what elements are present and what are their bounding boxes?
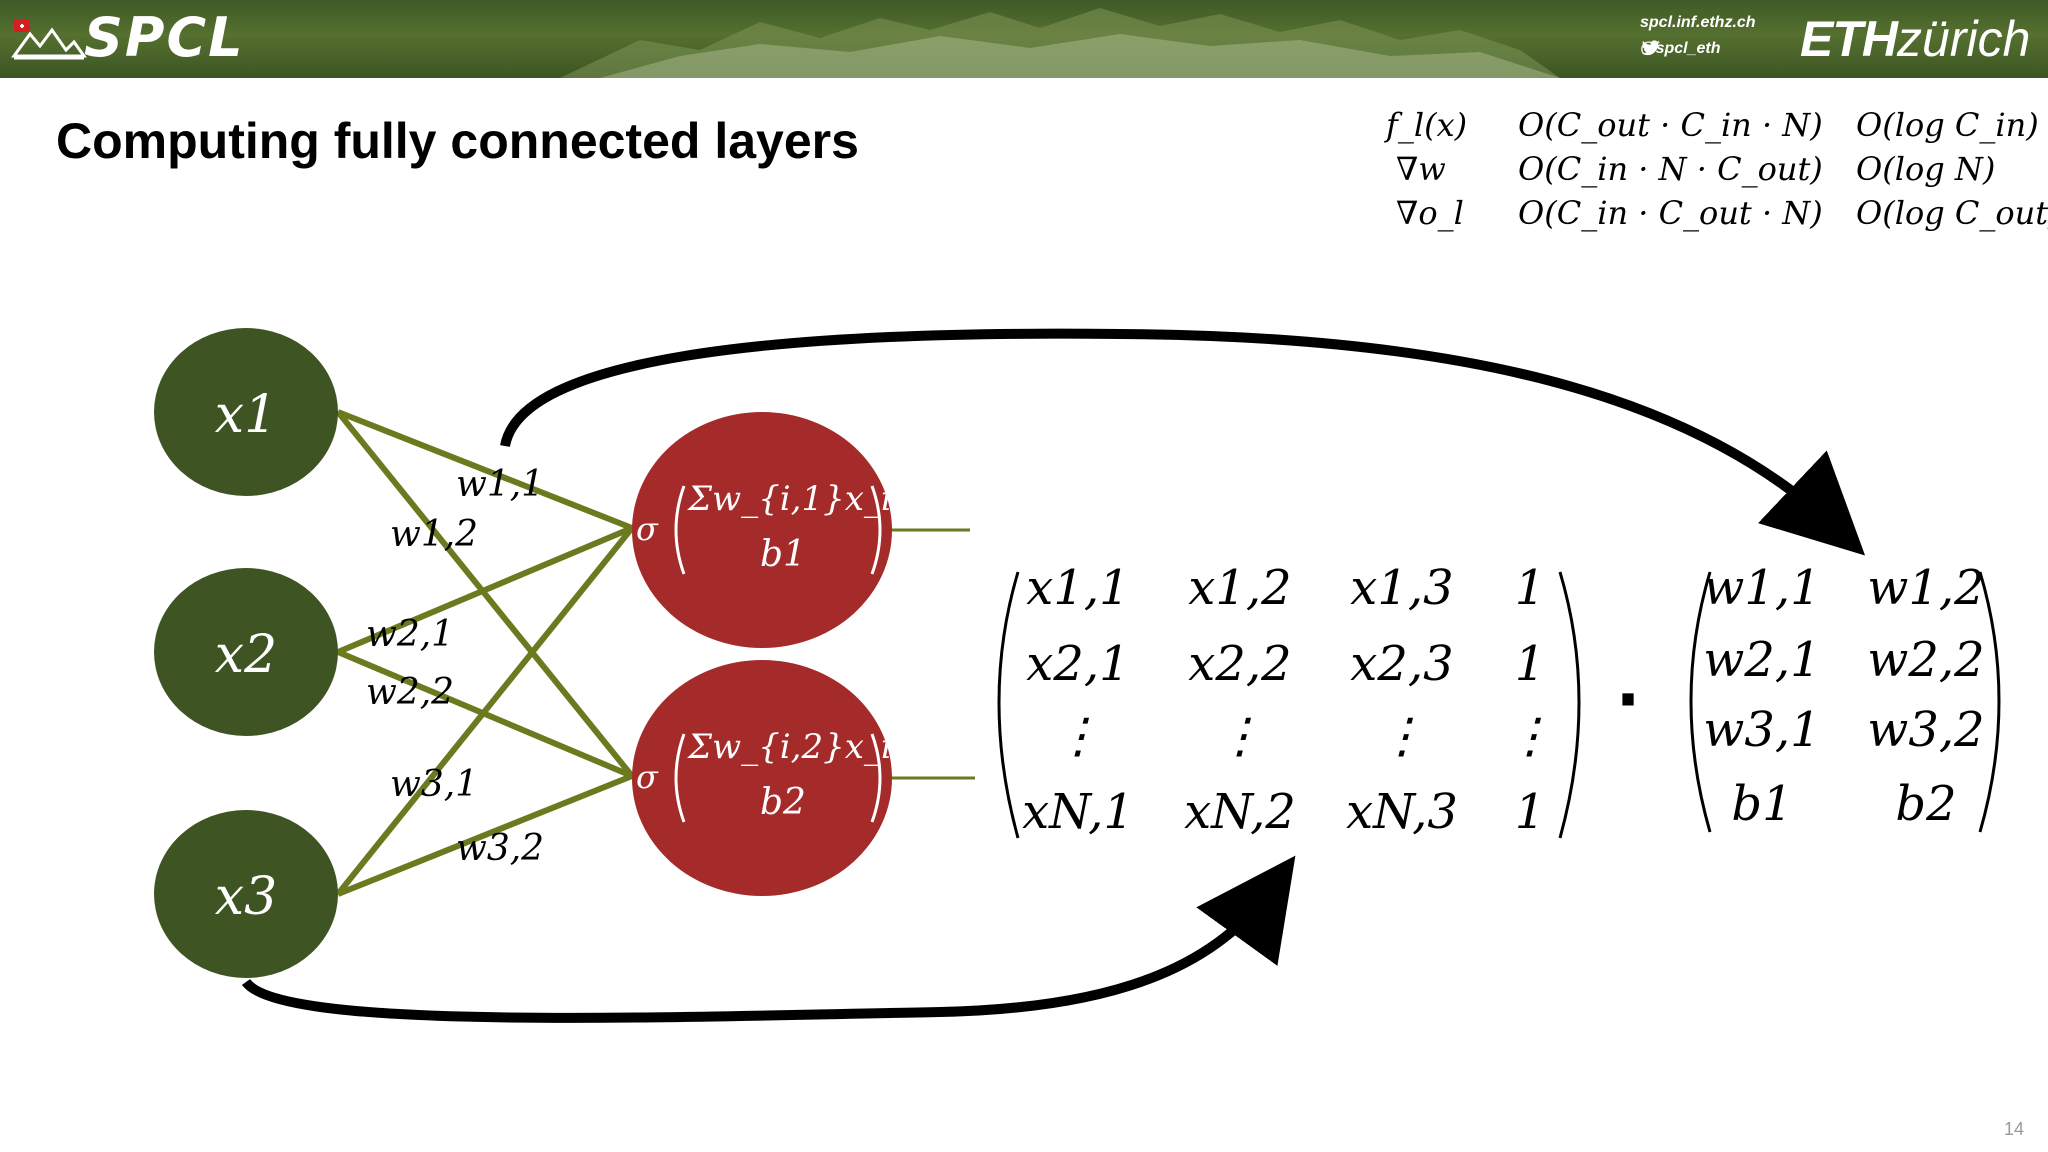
matrix-x-cell-1-3: 1 [1515,636,1546,692]
input-node-x1 [154,328,338,496]
matrix-x-cell-3-0: xN,1 [1022,784,1134,840]
weight-labels: w1,1 w1,2 w2,1 w2,2 w3,1 w3,2 [366,464,544,869]
page-number: 14 [2003,1119,2024,1139]
matrix-x-cell-3-1: xN,2 [1184,784,1296,840]
arrow-weights-to-matrix [500,328,1866,556]
matrix-x-cell-2-0: ⋮ [1054,708,1102,764]
complexity-op-1: f_l(x) [1386,106,1468,144]
eth-logo: ETHzürich [1800,10,2030,68]
matrix-x-cell-1-0: x2,1 [1026,636,1129,692]
complexity-work-1: O(C_out · C_in · N) [1518,106,1823,144]
eth-logo-rest: zürich [1897,11,2031,67]
matrix-w: w1,1 w1,2 w2,1 w2,2 w3,1 w3,2 b1 b2 [1703,560,1984,832]
matrix-x-cell-3-2: xN,3 [1346,784,1458,840]
twitter-icon [1641,40,1660,56]
weight-label-w21: w2,1 [366,614,454,655]
weight-label-w22: w2,2 [366,672,454,713]
neuron-2-sum: Σw_{i,2}x_i + [686,727,931,767]
spcl-logo: SPCL [84,6,245,69]
weight-label-w32: w3,2 [456,828,544,869]
matrix-w-brackets [1689,571,2001,833]
neuron-1-sum: Σw_{i,1}x_i + [686,479,931,519]
neuron-1-activation: σ [636,510,659,548]
input-label-x1: x1 [215,385,277,445]
matrix-w-cell-2-0: w3,1 [1703,702,1820,758]
twitter-handle[interactable]: @spcl_eth [1640,40,1721,58]
input-label-x3: x3 [215,867,277,927]
neuron-2 [632,660,892,896]
eth-logo-bold: ETH [1800,11,1898,67]
matrix-x-cell-0-0: x1,1 [1026,560,1129,616]
matrix-w-cell-1-1: w2,2 [1867,632,1984,688]
matrix-x-cell-1-1: x2,2 [1188,636,1291,692]
edge-x2-n1 [336,525,634,655]
matrix-w-cell-3-0: b1 [1731,776,1792,832]
complexity-work-3: O(C_in · C_out · N) [1518,194,1823,232]
input-label-x2: x2 [215,625,277,685]
complexity-work-2: O(C_in · N · C_out) [1518,150,1823,188]
matrix-x-brackets [997,571,1581,839]
slide-title: Computing fully connected layers [56,113,859,169]
arrows [241,328,1866,1023]
matrix-x-cell-0-3: 1 [1515,560,1546,616]
edge-x1-n2 [335,410,635,778]
weight-label-w11: w1,1 [456,464,544,505]
neuron-2-activation: σ [636,758,659,796]
mountain-panorama [11,8,1560,78]
website-url[interactable]: spcl.inf.ethz.ch [1640,14,1756,31]
matrix-x-cell-2-2: ⋮ [1378,708,1426,764]
matrix-w-cell-0-0: w1,1 [1703,560,1820,616]
matrix-x-cell-2-3: ⋮ [1506,708,1554,764]
neuron-1-bias: b1 [760,534,806,575]
input-nodes: x1 x2 x3 [154,328,338,978]
complexity-depth-3: O(log C_out) [1856,194,2048,232]
matrix-w-cell-0-1: w1,2 [1867,560,1984,616]
matrix-x-cell-0-2: x1,3 [1350,560,1453,616]
complexity-depth-1: O(log C_in) [1856,106,2039,144]
weight-label-w31: w3,1 [390,764,478,805]
neuron-1 [632,412,892,648]
matrix-x-cell-2-1: ⋮ [1216,708,1264,764]
complexity-depth-2: O(log N) [1856,150,1996,188]
twitter-handle-text: @spcl_eth [1640,40,1721,57]
neuron-2-bias: b2 [760,782,806,823]
matrix-x-cell-1-2: x2,3 [1350,636,1453,692]
header-banner: SPCL spcl.inf.ethz.ch @spcl_eth ETHzüric… [0,0,2048,78]
input-node-x2 [154,568,338,736]
matrix-w-cell-2-1: w3,2 [1867,702,1984,758]
input-node-x3 [154,810,338,978]
matrix-w-cell-3-1: b2 [1895,776,1956,832]
edge-x1-n1 [336,409,634,531]
edge-x3-n2 [336,773,634,897]
matrix-w-cell-1-0: w2,1 [1703,632,1820,688]
matrix-x-cell-3-3: 1 [1515,784,1546,840]
neurons: σ Σw_{i,1}x_i + b1 σ Σw_{i,2}x_i + b2 [632,412,931,896]
matrix-product-operator: · [1616,664,1640,738]
weight-label-w12: w1,2 [390,514,478,555]
edge-x3-n1 [335,526,635,896]
arrow-inputs-to-matrix [241,855,1296,1023]
matrix-x-cell-0-1: x1,2 [1188,560,1291,616]
matrix-x: x1,1 x1,2 x1,3 1 x2,1 x2,2 x2,3 1 ⋮ ⋮ ⋮ ⋮ xN,1 xN,2 xN… [1022,560,1554,840]
complexity-op-3: ∇o_l [1396,194,1464,232]
complexity-op-2: ∇w [1396,150,1446,188]
edges [335,409,975,897]
